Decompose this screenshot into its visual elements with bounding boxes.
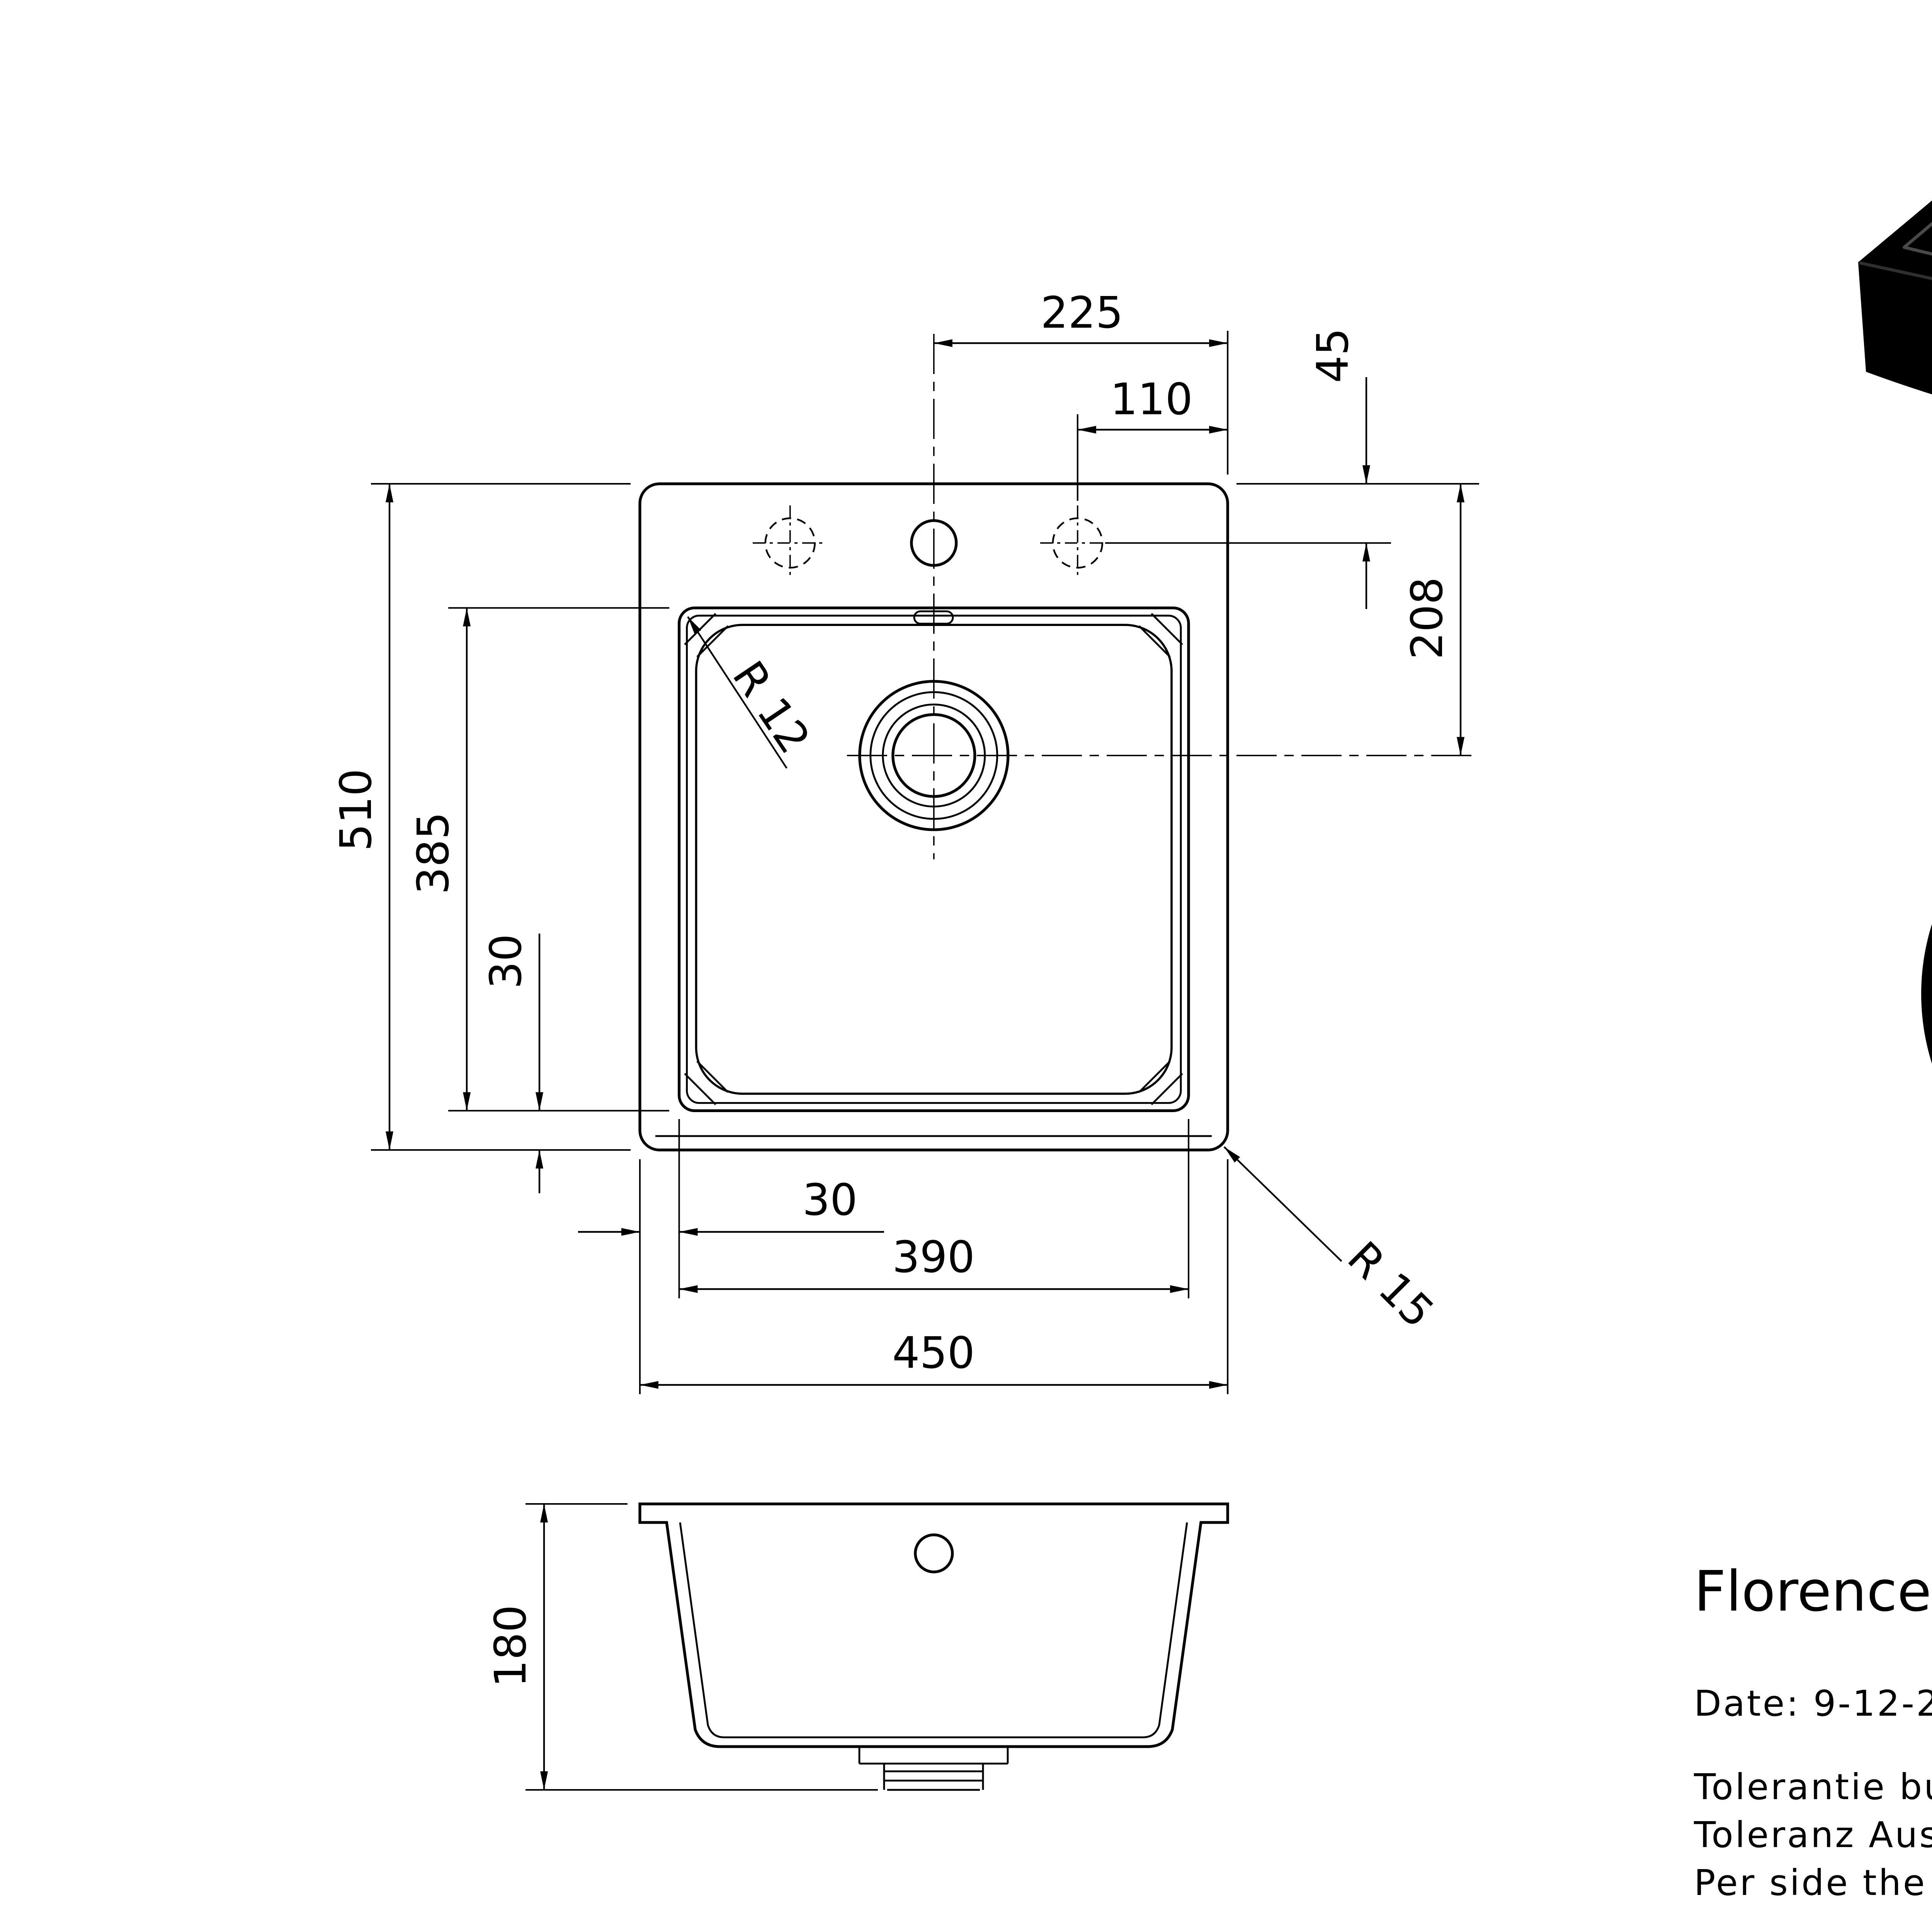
dim-label-outer-corner-radius: R 15 [1338,1232,1443,1338]
dim-label-depth: 180 [486,1605,536,1687]
dim-208: 208 [1402,484,1464,756]
faucet-hole-optional-left [764,517,816,569]
dim-label-bowl-width: 390 [892,1232,975,1283]
dim-label-hole-to-edge: 110 [1110,374,1193,425]
dim-label-overall-height: 510 [331,769,381,851]
faucet-hole-front [914,1533,954,1573]
date-line: Date: 9-12-2024 [1694,1683,1932,1724]
dim-45: 45 [1105,328,1479,609]
drain-fitting-front [858,1747,1009,1791]
iso-view: A [1858,200,1932,395]
dim-30-bottom: 30 [578,1119,884,1394]
sink-profile-outline [638,1502,1229,1748]
tolerance-line-nl: Tolerantie buitenmaat per zijde: ±0.5mm [1694,1766,1932,1808]
dim-450: 450 [640,1159,1229,1394]
detail-view: DETAILA [1921,924,1932,1064]
leader-line [1223,1146,1342,1262]
dim-label-bowl-height: 385 [408,812,459,895]
dim-label-bowl-offset-side: 30 [803,1175,858,1225]
dim-180: 180 [486,1503,878,1791]
dim-30-left: 30 [481,934,543,1193]
product-title: Florence 40 Nero Black [1694,1559,1932,1624]
dim-390: 390 [679,1119,1189,1298]
detail-circle [1921,924,1932,1064]
dim-110: 110 [1077,374,1228,501]
tolerance-line-en: Per side the outside tolerance measure: … [1694,1862,1932,1903]
dim-label-bowl-offset-bottom: 30 [481,934,531,989]
sink-profile-inner-wall [679,1522,1188,1738]
leader-line [687,616,787,769]
dim-510: 510 [331,483,631,1151]
info-block: Florence 40 Nero Black Date: 9-12-2024 T… [1694,1559,1932,1903]
centerlines [847,334,1479,859]
dim-label-half-width: 225 [1041,288,1123,338]
dim-label-drain-from-top: 208 [1402,577,1452,660]
dim-label-overall-width: 450 [892,1328,975,1378]
bowl-corner-chamfers [684,613,1183,1106]
dim-225: 225 [934,288,1229,475]
front-view: 180 [486,1502,1229,1791]
radius-callout-r15: R 15 [1223,1146,1443,1338]
dim-label-bowl-corner-radius: R 12 [723,652,820,762]
dim-385: 385 [408,607,669,1112]
faucet-hole-optional-right [1052,517,1104,569]
bowl-opening-edge [1903,221,1932,256]
dim-label-hole-from-top: 45 [1308,328,1358,383]
plan-view: 225 110 45 208 510 385 [331,288,1479,1394]
tolerance-line-de: Toleranz Aussenmasse pro Seite: ±0.5mm [1694,1814,1932,1856]
